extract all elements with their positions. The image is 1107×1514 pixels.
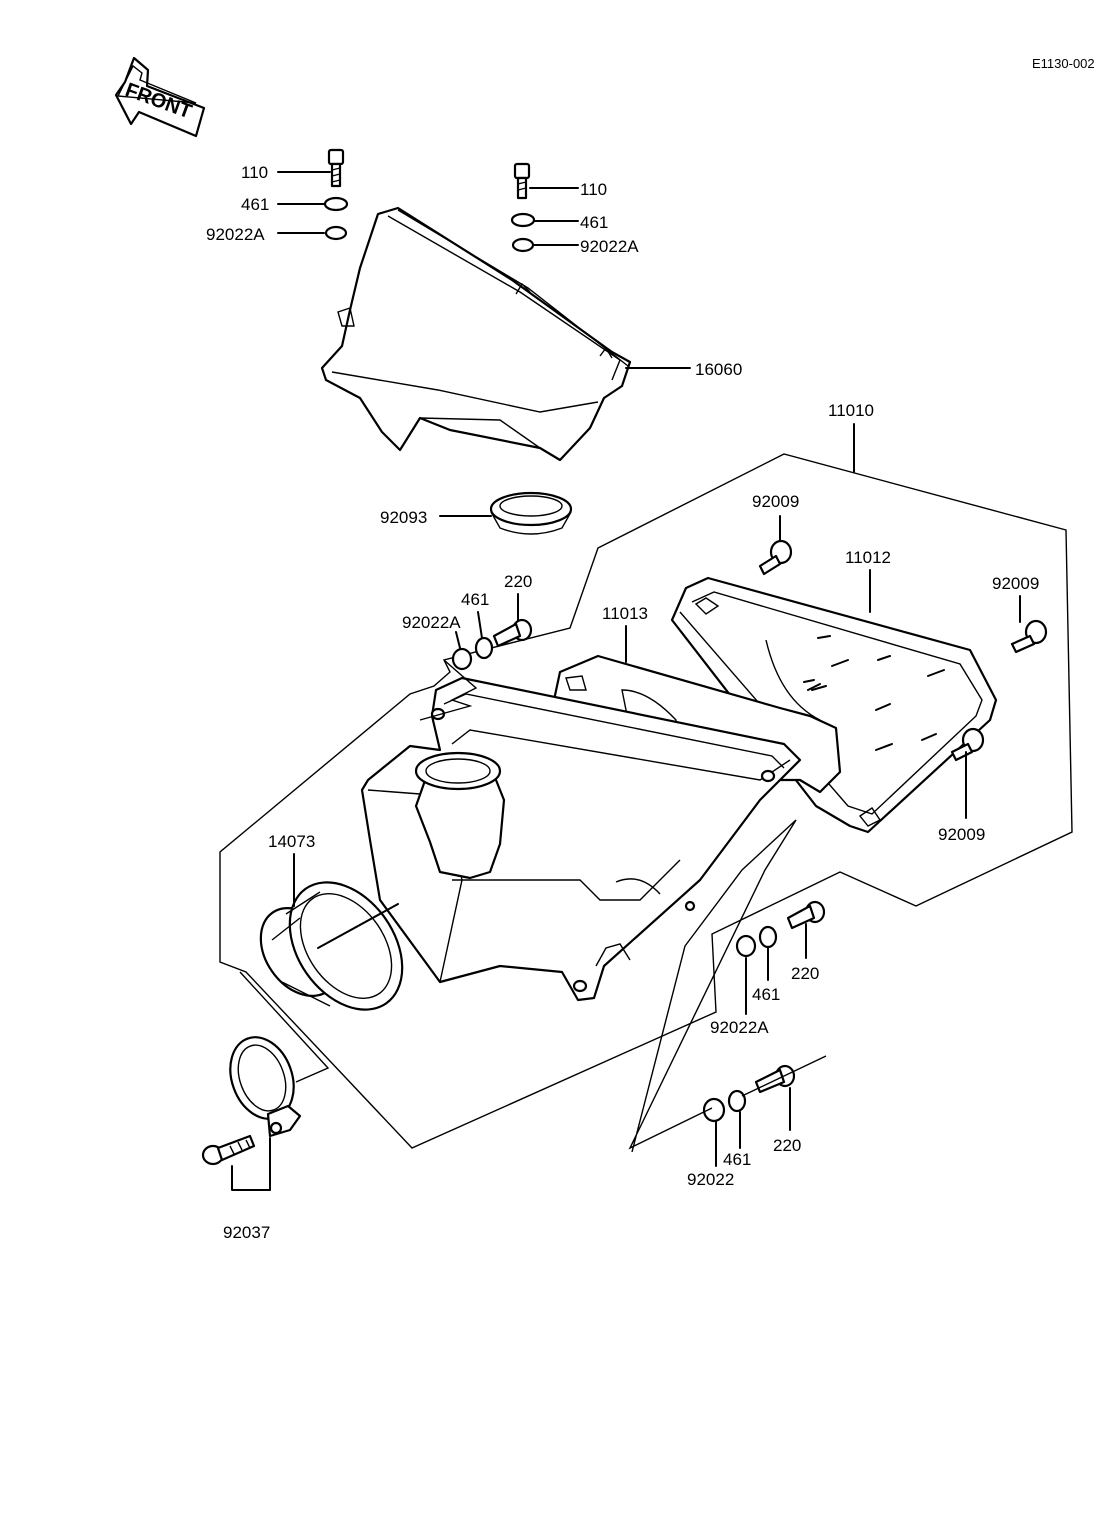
callout-duct-14073: 14073 [268, 832, 315, 851]
washer-92022a-right [511, 237, 535, 253]
callout-washer-461-left: 461 [241, 195, 269, 214]
bolt-220-upper [492, 618, 533, 648]
bolt-110-left [327, 148, 345, 188]
washer-461-left [323, 196, 349, 212]
washer-92022a-mid [735, 934, 757, 958]
callout-holder-11013: 11013 [602, 604, 648, 623]
callout-clamp-92037: 92037 [223, 1223, 270, 1242]
washer-461-upper [474, 636, 494, 660]
callout-washer-461-upper: 461 [461, 590, 489, 609]
guide-line-lower [628, 819, 827, 1153]
callout-washer-92022a-mid: 92022A [710, 1018, 769, 1037]
callout-bolt-110-right: 110 [580, 180, 607, 199]
callout-washer-461-low: 461 [723, 1150, 751, 1169]
callout-washer-92022a-upper: 92022A [402, 613, 461, 632]
washer-92022-low [702, 1097, 726, 1123]
callout-washer-461-mid: 461 [752, 985, 780, 1004]
front-arrow-icon: FRONT [114, 56, 206, 138]
callout-washer-92022a-left: 92022A [206, 225, 265, 244]
clamp-screw [201, 1134, 256, 1166]
washer-461-mid [758, 925, 778, 949]
screw-92009-top [758, 539, 793, 576]
screw-92009-lower [950, 727, 985, 762]
callout-bolt-220-low: 220 [773, 1136, 801, 1155]
bolt-220-mid [786, 900, 826, 930]
screw-92009-right [1010, 619, 1048, 654]
callout-screw-92009-lower: 92009 [938, 825, 985, 844]
callout-cover-16060: 16060 [695, 360, 742, 379]
bolt-220-low [754, 1064, 796, 1094]
callout-screw-92009-top: 92009 [752, 492, 799, 511]
air-cleaner-cover [320, 206, 632, 462]
washer-461-low [727, 1089, 747, 1113]
air-cleaner-case [360, 676, 802, 1002]
callout-bolt-220-mid: 220 [791, 964, 819, 983]
callout-bolt-110-left: 110 [241, 163, 268, 182]
air-duct-seal [489, 491, 573, 535]
callout-assembly-11010: 11010 [828, 401, 874, 420]
callout-bolt-220-upper: 220 [504, 572, 532, 591]
callout-washer-92022-low: 92022 [687, 1170, 734, 1189]
diagram-code: E1130-002 [1032, 56, 1095, 71]
hose-clamp [229, 1036, 302, 1138]
callout-washer-461-right: 461 [580, 213, 608, 232]
air-inlet-duct [259, 881, 404, 1011]
washer-92022a-upper [451, 647, 473, 671]
leader-lines [231, 171, 1021, 1191]
callout-screw-92009-right: 92009 [992, 574, 1039, 593]
washer-461-right [510, 212, 536, 228]
callout-element-11012: 11012 [845, 548, 891, 567]
guide-line-upper-fastener [419, 659, 478, 721]
bolt-110-right [513, 162, 531, 200]
washer-92022a-left [324, 225, 348, 241]
guide-line-clamp [239, 971, 330, 1083]
callout-washer-92022a-right: 92022A [580, 237, 639, 256]
callout-seal-92093: 92093 [380, 508, 427, 527]
assembly-boundary [219, 453, 1073, 1149]
